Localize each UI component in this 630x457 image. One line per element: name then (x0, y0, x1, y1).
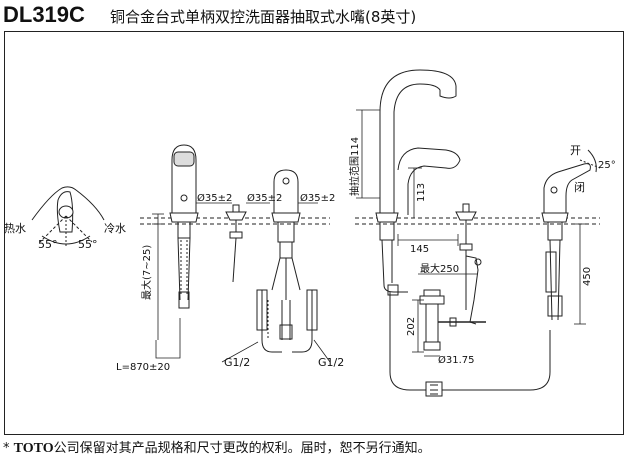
diameter-label-2: Ø35±2 (247, 192, 282, 204)
drain-body (419, 289, 486, 351)
spout-side-view (375, 69, 461, 296)
handle-front-view (271, 169, 301, 300)
height-113-label: 113 (416, 183, 427, 202)
height-202-label: 202 (406, 317, 417, 336)
spout-front-view (169, 144, 199, 309)
footnote-star: * (3, 441, 10, 456)
thread-label-1: G1/2 (224, 356, 250, 369)
disclaimer-text: 公司保留对其产品规格和尺寸更改的权利。届时，恕不另行通知。 (53, 441, 431, 456)
hose-loop (389, 292, 551, 397)
supply-hoses-front (256, 289, 318, 353)
angle-25-label: 25° (598, 160, 616, 171)
brand-name: TOTO (13, 441, 54, 456)
diameter-label-3: Ø35±2 (300, 192, 335, 204)
handle-side-view (541, 149, 601, 321)
max-thickness-label: 最大(7~25) (140, 245, 153, 300)
thread-label-2: G1/2 (318, 356, 344, 369)
angle-left-label: 55° (38, 238, 58, 251)
drawing-frame (4, 31, 624, 435)
hose-length-label: L=870±20 (116, 362, 170, 373)
popup-drain-side (455, 203, 482, 325)
model-number: DL319C (3, 2, 85, 27)
angle-right-label: 55° (78, 238, 98, 251)
dimension-lines (152, 109, 586, 363)
diameter-label-1: Ø35±2 (197, 192, 232, 204)
handle-top-view (31, 186, 105, 246)
height-450-label: 450 (582, 267, 593, 286)
pull-range-label: 抽拉范围114 (348, 137, 361, 196)
hot-water-label: 热水 (4, 222, 26, 235)
max-250-label: 最大250 (420, 262, 459, 275)
close-label: 闭 (574, 181, 585, 194)
deck-dashed-lines (140, 217, 600, 225)
drain-diameter-label: Ø31.75 (438, 354, 475, 366)
product-description: 铜合金台式单柄双控洗面器抽取式水嘴(8英寸) (110, 8, 417, 26)
footer-note: * TOTO公司保留对其产品规格和尺寸更改的权利。届时，恕不另行通知。 (3, 437, 431, 457)
title-bar: DL319C 铜合金台式单柄双控洗面器抽取式水嘴(8英寸) (0, 0, 630, 30)
open-label: 开 (570, 144, 581, 157)
cold-water-label: 冷水 (104, 222, 126, 235)
drain-cap-center (225, 204, 247, 283)
reach-145-label: 145 (410, 244, 429, 255)
